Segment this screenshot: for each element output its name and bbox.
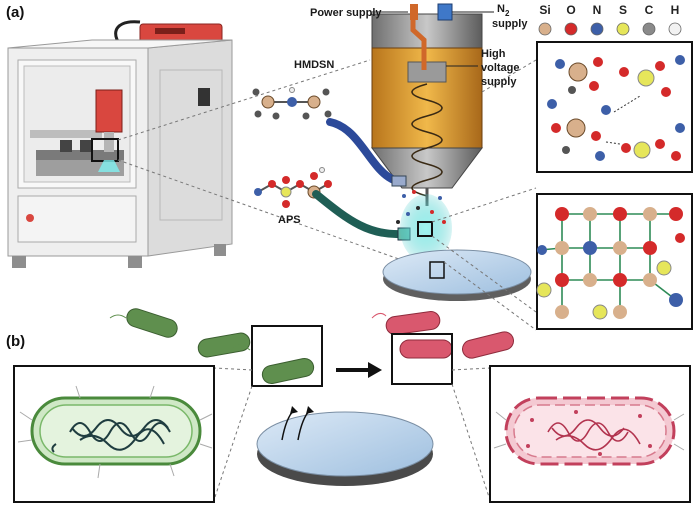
dead-bacterium-cell (493, 396, 685, 466)
high-voltage-label-line2: voltage (481, 62, 520, 74)
legend-swatch-n (590, 22, 604, 36)
particles (396, 190, 446, 224)
legend-swatch-c (642, 22, 656, 36)
plasma-nozzle (371, 3, 483, 206)
legend-label-si: Si (539, 3, 550, 17)
hmdsn-label: HMDSN (294, 59, 334, 71)
alive-bacterium-cell (17, 385, 213, 479)
power-supply-label: Power supply (310, 7, 382, 19)
n2-supply-label: supply (492, 18, 528, 30)
legend-label-c: C (645, 3, 654, 17)
legend-swatch-h (668, 22, 682, 36)
zoom-box-alive (251, 325, 323, 387)
legend-swatch-o (564, 22, 578, 36)
legend-label-h: H (671, 3, 680, 17)
legend-swatch-si (538, 22, 552, 36)
substrate-disc-b (256, 406, 434, 486)
high-voltage-label-line1: High (481, 48, 506, 60)
legend-swatch-s (616, 22, 630, 36)
panel-label-b: (b) (6, 333, 25, 350)
panel-label-a: (a) (6, 4, 24, 21)
hmdsn-molecule (252, 87, 332, 120)
legend-label-n: N (593, 3, 602, 17)
n2-label: N2 (497, 3, 510, 18)
arrow-right (336, 362, 382, 378)
legend-label-o: O (566, 3, 575, 17)
printer (7, 20, 233, 268)
inset-network-atoms (536, 207, 685, 320)
element-legend: Si O N S C H (538, 3, 682, 36)
legend-label-s: S (619, 3, 627, 17)
aps-label: APS (278, 214, 301, 226)
bacteria-dead (371, 310, 514, 359)
bacteria-alive (109, 308, 315, 385)
substrate-disc-a (382, 249, 532, 301)
inset-precursor-molecules (547, 55, 685, 161)
zoom-box-dead (391, 333, 453, 385)
